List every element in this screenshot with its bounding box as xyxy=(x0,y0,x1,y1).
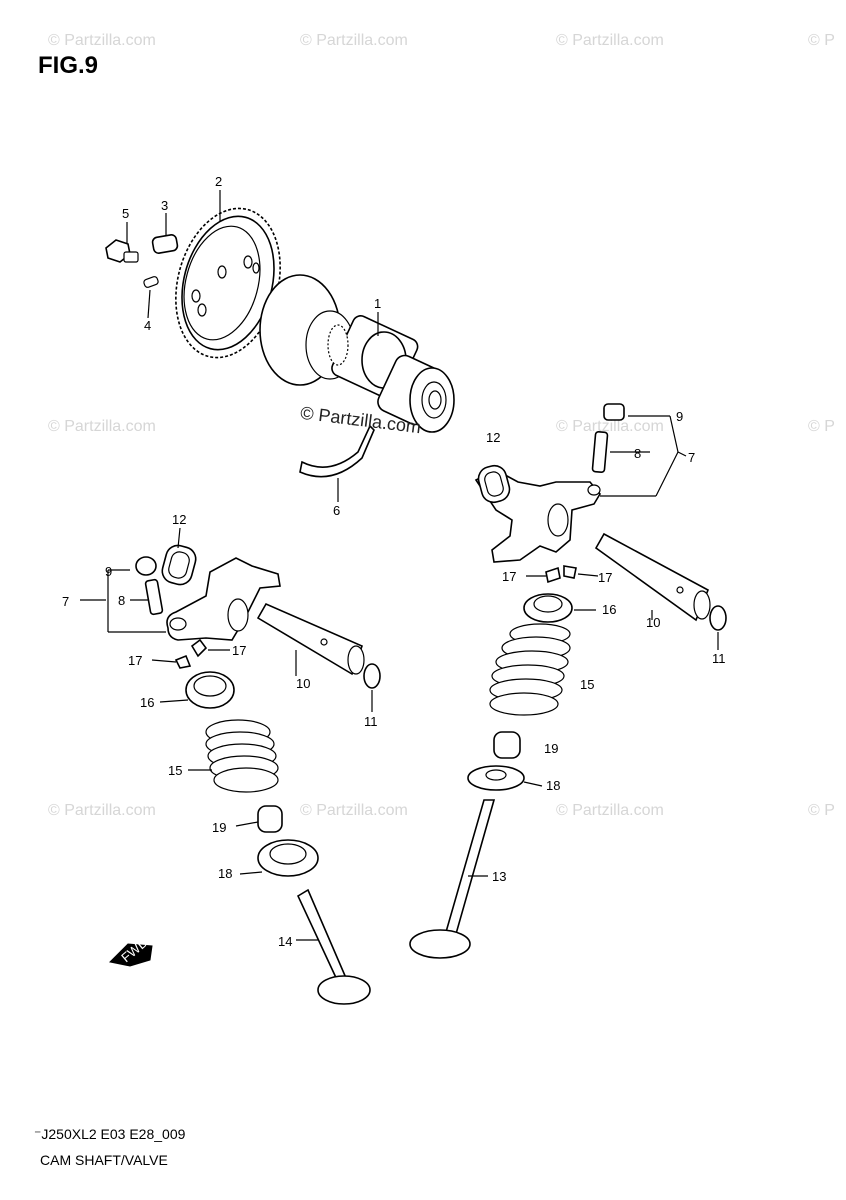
callout-17-a: 17 xyxy=(232,643,246,658)
watermark: © Partzilla.com xyxy=(556,418,664,435)
adjust-nut-left[interactable] xyxy=(135,556,157,576)
part-callouts: 2 3 5 4 1 6 7 8 9 12 10 11 17 17 16 15 1… xyxy=(62,174,726,949)
sprocket-bolt[interactable] xyxy=(105,239,139,263)
gasket-right[interactable] xyxy=(476,463,512,505)
figure-label: FIG.9 xyxy=(38,52,99,79)
callout-5: 5 xyxy=(122,206,129,221)
watermark: © Partzilla.com xyxy=(48,32,156,49)
callout-1: 1 xyxy=(374,296,381,311)
exhaust-valve[interactable] xyxy=(296,888,371,1005)
callout-11-left: 11 xyxy=(364,714,378,729)
callout-3: 3 xyxy=(161,198,168,213)
callout-18-left: 18 xyxy=(218,866,232,881)
callout-14: 14 xyxy=(278,934,292,949)
callout-12-right: 12 xyxy=(486,430,500,445)
callout-17-d: 17 xyxy=(598,570,612,585)
valve-stem-seal-right[interactable] xyxy=(523,593,573,623)
callout-7-left: 7 xyxy=(62,594,69,609)
rocker-pad-left[interactable] xyxy=(174,638,208,669)
rocker-shaft-right[interactable] xyxy=(594,532,711,622)
cotter-left[interactable] xyxy=(257,805,283,833)
valve-spring-right[interactable] xyxy=(489,623,571,716)
watermark: © Partzilla.com xyxy=(556,32,664,49)
callout-16-right: 16 xyxy=(602,602,616,617)
watermark: © P xyxy=(808,418,835,435)
camshaft[interactable] xyxy=(259,274,455,433)
watermark: © Partzilla.com xyxy=(300,802,408,819)
watermark: © Partzilla.com xyxy=(556,802,664,819)
watermark: © P xyxy=(808,32,835,49)
callout-17-b: 17 xyxy=(128,653,142,668)
front-direction-arrow: FWD xyxy=(108,935,153,967)
valve-spring-left[interactable] xyxy=(205,719,279,793)
rocker-arm-left[interactable] xyxy=(166,557,281,641)
callout-2: 2 xyxy=(215,174,222,189)
callout-8-left: 8 xyxy=(118,593,125,608)
knock-pin[interactable] xyxy=(143,276,159,288)
callout-13: 13 xyxy=(492,869,506,884)
callout-19-right: 19 xyxy=(544,741,558,756)
rocker-shaft-left[interactable] xyxy=(256,602,365,676)
gasket-left[interactable] xyxy=(160,543,199,587)
callout-7-right: 7 xyxy=(688,450,695,465)
callout-11-right: 11 xyxy=(712,651,726,666)
figure-caption: CAM SHAFT/VALVE xyxy=(40,1152,168,1168)
dowel-pin[interactable] xyxy=(151,234,179,254)
leader-lines xyxy=(80,190,719,941)
spring-seat-left[interactable] xyxy=(257,839,319,877)
callout-15-left: 15 xyxy=(168,763,182,778)
cam-sprocket[interactable] xyxy=(160,197,296,370)
valve-stem-seal-left[interactable] xyxy=(185,671,235,709)
callout-10-right: 10 xyxy=(646,615,660,630)
callout-8-right: 8 xyxy=(634,446,641,461)
callout-15-right: 15 xyxy=(580,677,594,692)
callout-17-c: 17 xyxy=(502,569,516,584)
rocker-pad-right[interactable] xyxy=(545,565,577,584)
callout-9-left: 9 xyxy=(105,564,112,579)
watermark: © Partzilla.com xyxy=(300,32,408,49)
callout-12-left: 12 xyxy=(172,512,186,527)
o-ring-right[interactable] xyxy=(709,605,727,631)
callout-10-left: 10 xyxy=(296,676,310,691)
callout-18-right: 18 xyxy=(546,778,560,793)
adjusting-screw-right[interactable] xyxy=(591,431,609,473)
callout-19-left: 19 xyxy=(212,820,226,835)
callout-9-right: 9 xyxy=(676,409,683,424)
callout-16-left: 16 xyxy=(140,695,154,710)
adjusting-screw-left[interactable] xyxy=(144,578,164,616)
cotter-right[interactable] xyxy=(493,731,521,759)
callout-6: 6 xyxy=(333,503,340,518)
camshaft-retainer[interactable] xyxy=(299,424,375,478)
watermark: © Partzilla.com xyxy=(48,418,156,435)
watermark: © P xyxy=(808,802,835,819)
model-code: ⁻J250XL2 E03 E28_009 xyxy=(34,1126,186,1142)
adjust-nut-right[interactable] xyxy=(603,403,625,421)
intake-valve[interactable] xyxy=(409,799,496,959)
watermark: © Partzilla.com xyxy=(48,802,156,819)
o-ring-left[interactable] xyxy=(363,663,381,689)
callout-4: 4 xyxy=(144,318,151,333)
spring-seat-right[interactable] xyxy=(467,765,525,791)
